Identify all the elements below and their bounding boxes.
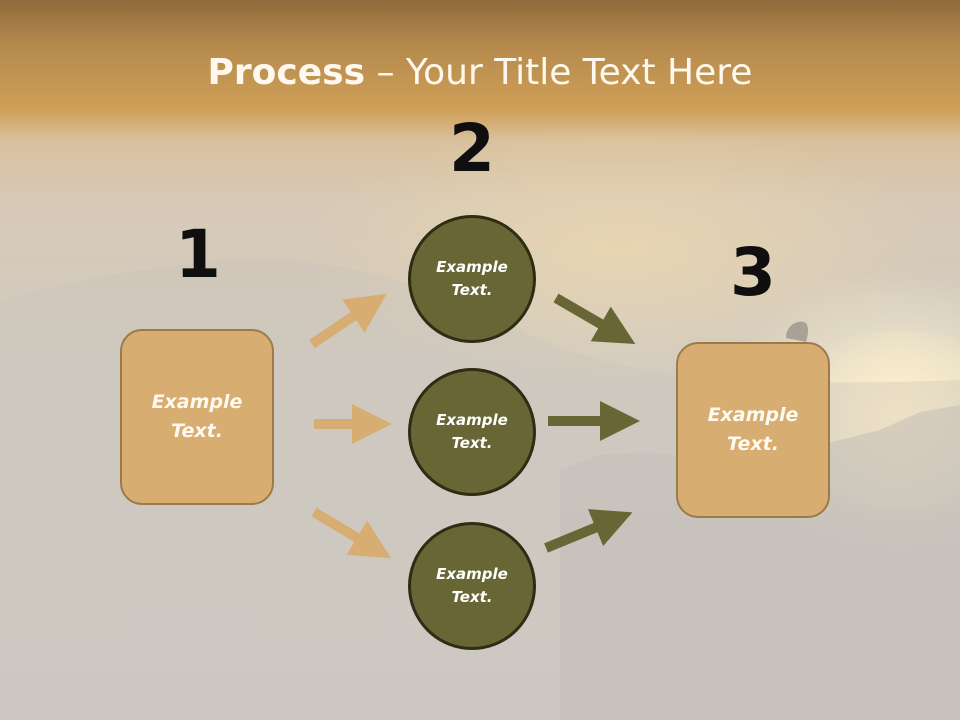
step2-circle-3: Example Text.	[408, 522, 536, 650]
arrow-1-to-2a	[309, 293, 387, 349]
step-number-3: 3	[730, 234, 776, 311]
arrow-2c-to-3	[544, 509, 633, 553]
step2-circle-1-text: Example Text.	[436, 258, 508, 299]
step3-text: Example Text.	[707, 404, 799, 455]
step2-circle-2-text: Example Text.	[436, 411, 508, 452]
step2-circle-3-text: Example Text.	[436, 565, 508, 606]
step1-text: Example Text.	[151, 391, 243, 442]
step1-box: Example Text.	[120, 329, 274, 505]
step-number-2: 2	[449, 110, 495, 187]
slide-title: Process – Your Title Text Here	[0, 52, 960, 93]
step2-circle-2: Example Text.	[408, 368, 536, 496]
arrow-1-to-2c	[311, 507, 392, 559]
step-number-1: 1	[175, 216, 221, 293]
title-bold: Process	[207, 52, 366, 93]
title-rest: – Your Title Text Here	[365, 52, 753, 93]
arrow-2a-to-3	[553, 293, 636, 345]
step2-circle-1: Example Text.	[408, 215, 536, 343]
step3-box: Example Text.	[676, 342, 830, 518]
